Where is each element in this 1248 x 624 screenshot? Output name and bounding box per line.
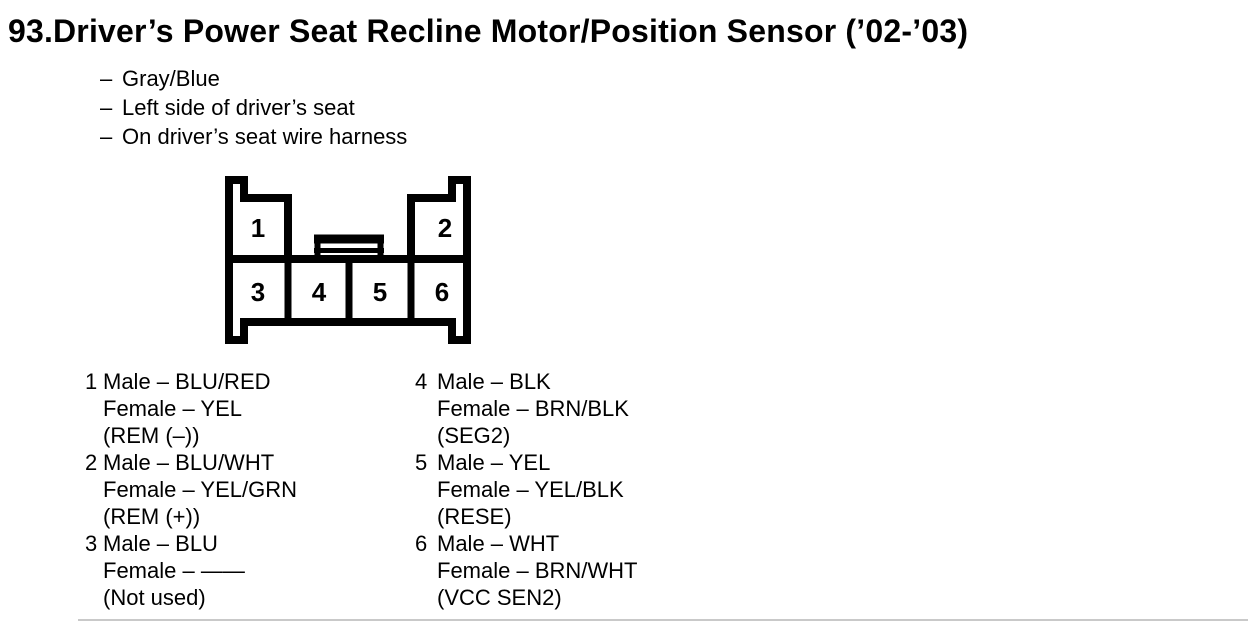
pin-male-wire: Male – WHT <box>437 531 560 556</box>
pin-female-wire: Female – YEL/BLK <box>437 477 624 502</box>
pin-function: (Not used) <box>103 585 206 610</box>
latch-sides <box>314 239 384 256</box>
pin-female-wire: Female – BRN/WHT <box>437 558 638 583</box>
item-number: 93. <box>8 13 54 49</box>
cavity-label-6: 6 <box>435 277 449 307</box>
note-item: – On driver’s seat wire harness <box>100 122 407 151</box>
pin-list-right: 4 Male – BLK Female – BRN/BLK (SEG2) 5 M… <box>415 368 637 611</box>
cavity-label-5: 5 <box>373 277 387 307</box>
pin-number: 1 <box>85 369 98 394</box>
pin-male-wire: Male – BLK <box>437 369 551 394</box>
pin-entry-2: 2 Male – BLU/WHT Female – YEL/GRN (REM (… <box>85 449 297 530</box>
connector-diagram: 1 2 3 4 5 6 <box>225 176 471 344</box>
pin-lines: Male – YEL Female – YEL/BLK (RESE) <box>437 449 624 530</box>
connector-outline <box>225 176 471 344</box>
cavity-label-2: 2 <box>438 213 452 243</box>
pin-number: 4 <box>415 369 428 394</box>
note-dash: – <box>100 124 113 149</box>
pin-female-wire: Female – YEL <box>103 396 243 421</box>
pin-female-wire: Female – YEL/GRN <box>103 477 298 502</box>
pin-entry-3: 3 Male – BLU Female – —— (Not used) <box>85 530 297 611</box>
note-text-location: Left side of driver’s seat <box>122 95 355 120</box>
pin-entry-5: 5 Male – YEL Female – YEL/BLK (RESE) <box>415 449 637 530</box>
pin-number: 2 <box>85 450 98 475</box>
pin-number: 3 <box>85 531 98 556</box>
pin-lines: Male – WHT Female – BRN/WHT (VCC SEN2) <box>437 530 637 611</box>
note-text-harness: On driver’s seat wire harness <box>122 124 408 149</box>
cavity-label-4: 4 <box>312 277 327 307</box>
pin-lines: Male – BLU Female – —— (Not used) <box>103 530 245 611</box>
pin-function: (VCC SEN2) <box>437 585 562 610</box>
pin-lines: Male – BLU/RED Female – YEL (REM (–)) <box>103 368 271 449</box>
pin-male-wire: Male – BLU <box>103 531 218 556</box>
pin-female-wire: Female – —— <box>103 558 245 583</box>
pin-number: 6 <box>415 531 428 556</box>
pin-list-left: 1 Male – BLU/RED Female – YEL (REM (–)) … <box>85 368 297 611</box>
note-item: – Left side of driver’s seat <box>100 93 407 122</box>
pin-female-wire: Female – BRN/BLK <box>437 396 629 421</box>
connector-latch-icon <box>314 234 384 256</box>
connector-cell-dividers <box>284 259 415 322</box>
pin-lines: Male – BLU/WHT Female – YEL/GRN (REM (+)… <box>103 449 297 530</box>
pin-male-wire: Male – BLU/RED <box>103 369 271 394</box>
note-item: – Gray/Blue <box>100 64 407 93</box>
pin-entry-1: 1 Male – BLU/RED Female – YEL (REM (–)) <box>85 368 297 449</box>
pin-function: (REM (+)) <box>103 504 201 529</box>
notes-list: – Gray/Blue – Left side of driver’s seat… <box>100 64 407 151</box>
cavity-label-1: 1 <box>251 213 265 243</box>
pin-male-wire: Male – BLU/WHT <box>103 450 275 475</box>
note-dash: – <box>100 66 113 91</box>
pin-entry-4: 4 Male – BLK Female – BRN/BLK (SEG2) <box>415 368 637 449</box>
cavity-label-3: 3 <box>251 277 265 307</box>
pin-entry-6: 6 Male – WHT Female – BRN/WHT (VCC SEN2) <box>415 530 637 611</box>
pin-function: (SEG2) <box>437 423 511 448</box>
page-title: 93. Driver’s Power Seat Recline Motor/Po… <box>8 13 968 49</box>
page-bottom-rule <box>78 619 1248 621</box>
pin-male-wire: Male – YEL <box>437 450 551 475</box>
note-text-color: Gray/Blue <box>122 66 220 91</box>
pin-lines: Male – BLK Female – BRN/BLK (SEG2) <box>437 368 629 449</box>
pin-number: 5 <box>415 450 428 475</box>
pin-function: (RESE) <box>437 504 512 529</box>
pin-function: (REM (–)) <box>103 423 200 448</box>
item-title: Driver’s Power Seat Recline Motor/Positi… <box>53 13 969 49</box>
note-dash: – <box>100 95 113 120</box>
